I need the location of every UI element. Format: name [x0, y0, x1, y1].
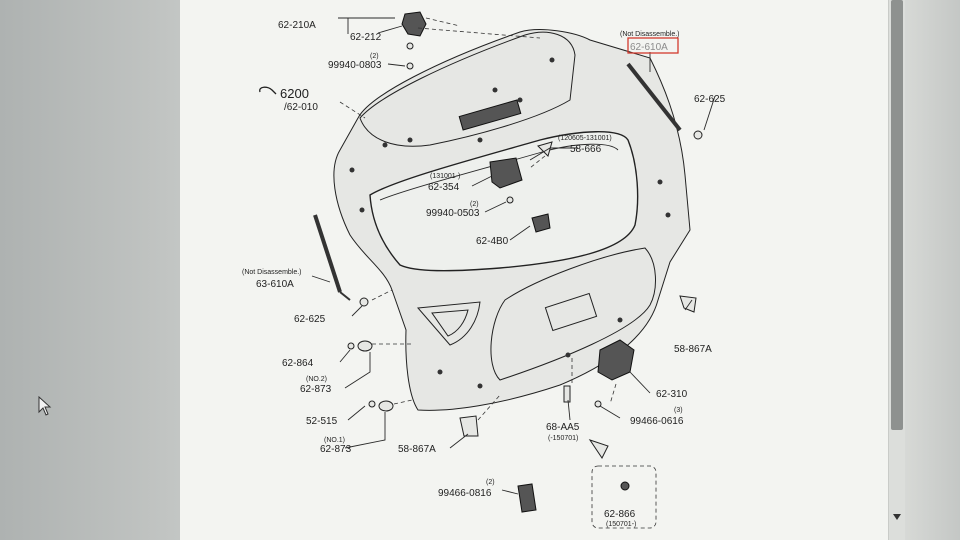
part-washer-top[interactable] — [406, 62, 414, 70]
label-range-120605-131001: (120605-131001) — [558, 135, 612, 142]
label-58-867a-right[interactable]: 58-867A — [674, 344, 712, 355]
part-62-4b0[interactable] — [531, 213, 551, 233]
label-not-disassemble-right: (Not Disassemble.) — [620, 31, 680, 38]
label-range-131001: (131001-) — [430, 173, 460, 180]
vertical-scrollbar[interactable] — [888, 0, 906, 540]
label-no-2: (NO.2) — [306, 376, 327, 383]
label-63-610a[interactable]: 63-610A — [256, 279, 294, 290]
part-62-866[interactable] — [588, 439, 609, 459]
mounting-holes — [349, 57, 671, 389]
liftgate-exploded-diagram: 62-210A 62-212 (2) 99940-0803 6200 /62-0… — [242, 11, 726, 529]
label-68-aa5[interactable]: 68-AA5 — [546, 422, 580, 433]
label-99940-0803[interactable]: 99940-0803 — [328, 60, 382, 71]
label-99466-0816[interactable]: 99466-0816 — [438, 488, 492, 499]
part-strut-mount-left[interactable] — [359, 297, 369, 307]
rear-window-glass[interactable] — [369, 131, 639, 272]
label-not-disassemble-left: (Not Disassemble.) — [242, 269, 302, 276]
label-62-625-right[interactable]: 62-625 — [694, 94, 726, 105]
scroll-down-arrow-icon[interactable] — [893, 514, 901, 520]
part-bolt-99940-0803[interactable] — [406, 42, 414, 50]
part-strut-mount-right[interactable] — [693, 130, 703, 140]
label-62-610a[interactable]: 62-610A — [630, 42, 668, 53]
label-qty-2-b: (2) — [470, 201, 479, 208]
label-qty-3: (3) — [674, 407, 683, 414]
spoiler-top[interactable] — [359, 31, 576, 147]
label-58-666[interactable]: 58-666 — [570, 144, 602, 155]
label-62-354[interactable]: 62-354 — [428, 182, 460, 193]
label-62-212[interactable]: 62-212 — [350, 32, 382, 43]
part-52-515[interactable] — [378, 400, 394, 412]
part-bolt-99466-0616[interactable] — [594, 400, 602, 408]
part-labels: 62-210A 62-212 (2) 99940-0803 6200 /62-0… — [242, 20, 726, 528]
label-99466-0616[interactable]: 99466-0616 — [630, 416, 684, 427]
part-bolt-99940-0503[interactable] — [506, 196, 514, 204]
label-6200[interactable]: 6200 — [280, 86, 309, 101]
highlight-box-62-610a — [627, 37, 679, 54]
label-52-515[interactable]: 52-515 — [306, 416, 338, 427]
label-no-1: (NO.1) — [324, 437, 345, 444]
label-62-864[interactable]: 62-864 — [282, 358, 314, 369]
label-qty-2-c: (2) — [486, 479, 495, 486]
reference-link-icon — [259, 86, 277, 95]
label-99940-0503[interactable]: 99940-0503 — [426, 208, 480, 219]
desktop-background-left — [0, 0, 180, 540]
part-62-866-group-box — [591, 465, 657, 529]
part-bracket-58-867a-right[interactable] — [679, 295, 697, 313]
label-62-873-no1[interactable]: 62-873 — [320, 444, 352, 455]
part-screw-68-aa5[interactable] — [563, 385, 571, 403]
part-bracket-58-666[interactable] — [537, 141, 553, 157]
label-62-210a[interactable]: 62-210A — [278, 20, 316, 31]
label-range-150701-plus: (150701-) — [606, 521, 636, 528]
mouse-pointer-icon — [38, 396, 52, 416]
part-hinge-62-210a[interactable] — [401, 11, 427, 37]
label-62-310[interactable]: 62-310 — [656, 389, 688, 400]
label-58-867a-lower[interactable]: 58-867A — [398, 444, 436, 455]
label-range-150701: (-150701) — [548, 435, 578, 442]
desktop-background-right — [905, 0, 960, 540]
label-62-010[interactable]: /62-010 — [284, 102, 318, 113]
part-wiper-motor-62-354[interactable] — [489, 157, 523, 189]
part-brake-light[interactable] — [458, 99, 522, 131]
label-qty-2-a: (2) — [370, 53, 379, 60]
part-gas-strut-62-610a[interactable] — [626, 62, 682, 132]
scrollbar-thumb[interactable] — [891, 0, 903, 430]
part-62-864[interactable] — [357, 340, 373, 352]
part-bracket-99466-0816[interactable] — [517, 483, 537, 513]
license-plate-area — [544, 292, 598, 332]
leader-lines — [311, 17, 716, 495]
label-62-625-left[interactable]: 62-625 — [294, 314, 326, 325]
label-62-866[interactable]: 62-866 — [604, 509, 636, 520]
part-gas-strut-63-610a[interactable] — [313, 214, 342, 293]
label-62-873-no2[interactable]: 62-873 — [300, 384, 332, 395]
part-bracket-58-867a-lower[interactable] — [459, 415, 479, 437]
label-62-4b0[interactable]: 62-4B0 — [476, 236, 509, 247]
parts-diagram-viewer[interactable]: 62-210A 62-212 (2) 99940-0803 6200 /62-0… — [180, 0, 888, 540]
